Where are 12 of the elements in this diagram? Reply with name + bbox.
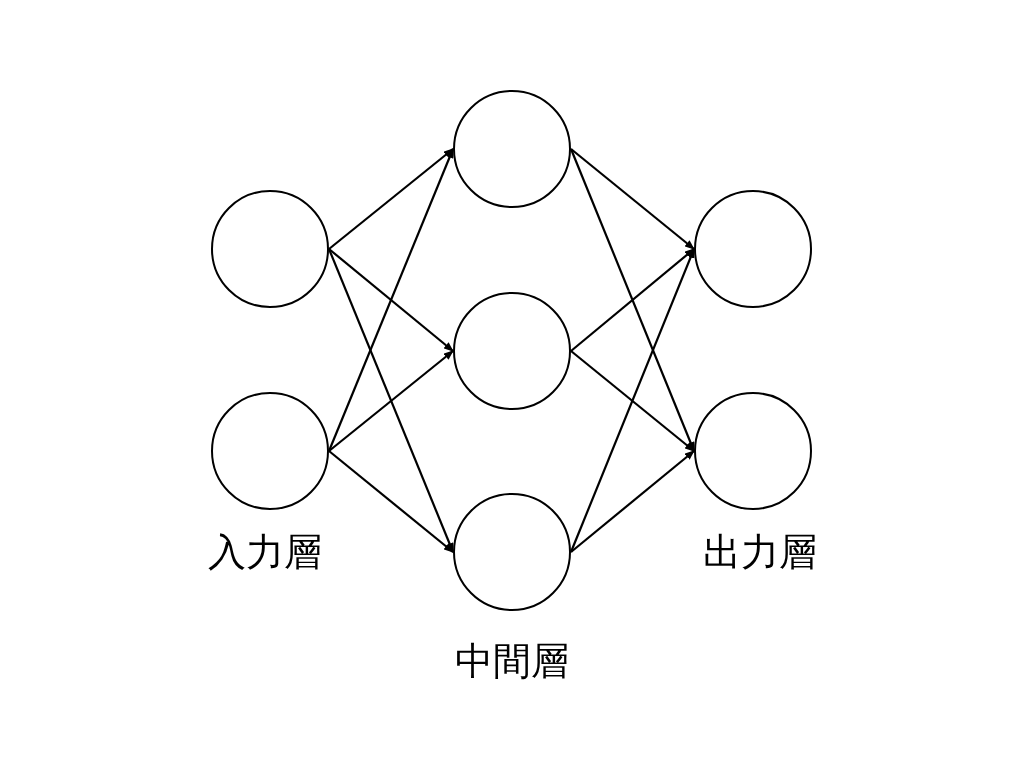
arrow [570, 248, 695, 553]
arrow [570, 148, 695, 452]
arrow [570, 148, 695, 250]
arrow [570, 450, 695, 553]
arrow [328, 248, 454, 352]
arrow [570, 350, 695, 452]
arrow [328, 450, 454, 553]
arrow [328, 350, 454, 452]
arrow [570, 248, 695, 352]
arrow [328, 248, 454, 553]
arrow [328, 148, 454, 452]
arrow [328, 148, 454, 250]
